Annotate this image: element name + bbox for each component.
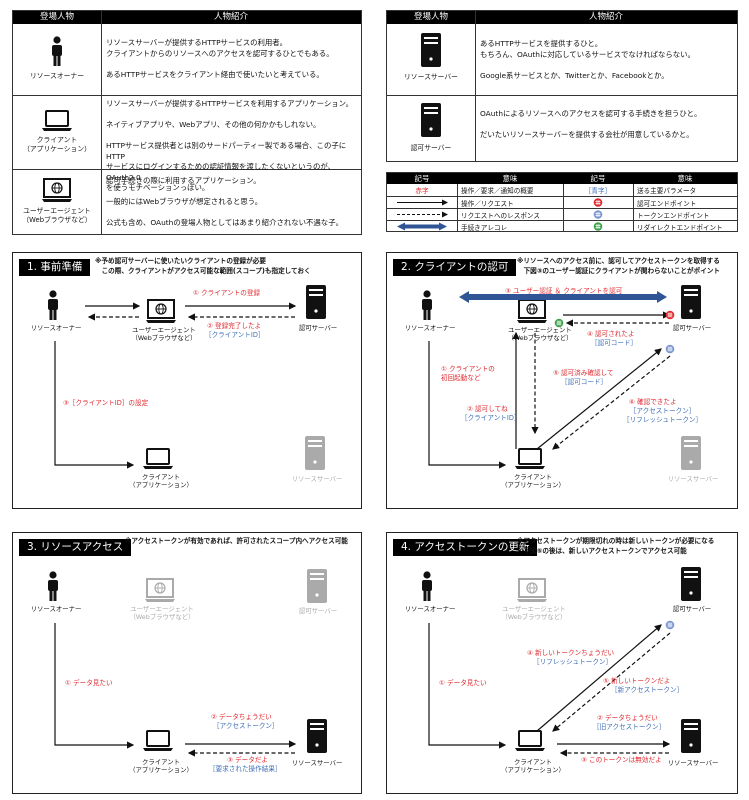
owner-label: リソースオーナー [404, 605, 456, 613]
legend-meaning: 操作／要求／通知の概要 [461, 187, 534, 195]
auth-server-label: 認可サーバー [672, 605, 712, 613]
step-label: ① クライアントの登録 [193, 289, 261, 297]
panel-title: 3. リソースアクセス [19, 539, 132, 556]
legend-meaning: 手続きアレコレ [461, 223, 508, 232]
step-label: ⑤ 新しいトークンだよ [603, 677, 671, 685]
step-label: ② データちょうだい [211, 713, 272, 721]
step-label: ④ 新しいトークンちょうだい [527, 649, 615, 657]
blue-endpoint-icon [593, 209, 603, 220]
legend-red-text: 赤字 [415, 187, 429, 195]
actor-name: クライアント （アプリケーション） [23, 136, 91, 153]
step-param: ［要求された操作結果］ [209, 765, 282, 773]
legend-header: 記号 [387, 173, 457, 184]
resource-server-label: リソースサーバー [667, 475, 719, 483]
legend-blue-text: ［青字］ [584, 187, 612, 195]
server-name: 認可サーバー [410, 144, 452, 152]
server-name: リソースサーバー [404, 73, 458, 81]
panel-token-refresh: 4. アクセストークンの更新 ※アクセストークンが期限切れの時は新しいトークンが… [386, 532, 738, 794]
owner-label: リソースオーナー [30, 605, 82, 613]
panel-authorization: 2. クライアントの認可 ※リソースへのアクセス前に、認可してアクセストークンを… [386, 252, 738, 509]
legend-meaning: トークンエンドポイント [637, 211, 710, 220]
step-label: ① クライアントの 初回起動など [441, 365, 495, 382]
auth-server-label: 認可サーバー [672, 324, 712, 332]
panel-title: 1. 事前準備 [19, 259, 91, 276]
double-arrow-icon [397, 222, 447, 231]
legend-symbols [397, 197, 603, 232]
step-label: ⑤ 認可済み確認して [553, 369, 614, 377]
auth-server-label: 認可サーバー [298, 607, 338, 615]
step-label: ① データ見たい [65, 679, 113, 687]
legend-meaning: 操作／リクエスト [461, 199, 514, 208]
auth-server-label: 認可サーバー [298, 324, 338, 332]
legend-header: 記号 [563, 173, 633, 184]
panel-resource-access: 3. リソースアクセス ※アクセストークンが有効であれば、許可されたスコープ内へ… [12, 532, 362, 794]
ua-label: ユーザーエージェント （Webブラウザなど） [507, 326, 573, 342]
legend-header: 意味 [633, 173, 737, 184]
step-param: ［クライアントID］ [205, 331, 265, 339]
client-label: クライアント （アプリケーション） [129, 473, 193, 489]
actors-table: 登場人物 人物紹介 リソースオーナー クライアント （アプリケーション） ユーザ… [12, 10, 362, 235]
step-label: ③ このトークンは無効だよ [581, 756, 662, 764]
step-param: ［リフレッシュトークン］ [533, 658, 613, 666]
step-param: ［クライアントID］ [461, 414, 521, 422]
ua-label: ユーザーエージェント （Webブラウザなど） [501, 605, 567, 621]
green-endpoint-icon [593, 221, 603, 232]
client-label: クライアント （アプリケーション） [129, 758, 193, 774]
step-label: ④ 認可されたよ [587, 330, 635, 338]
actor-name: リソースオーナー [29, 72, 85, 80]
server-description: OAuthによるリソースへのアクセスを認可する手続きを担うひと。 だいたいリソー… [480, 109, 702, 139]
step-param: ［旧アクセストークン］ [593, 723, 666, 731]
step-label: ⑥ 確認できたよ [629, 398, 677, 406]
step-param: ［新アクセストークン］ [611, 686, 684, 694]
legend-meaning: リダイレクトエンドポイント [637, 223, 723, 232]
step-label: ③ データだよ [227, 756, 268, 764]
servers-table: 登場人物 人物紹介 リソースサーバー 認可サーバー あるHTTPサービスを提供す… [386, 10, 738, 162]
legend-table: 記号 意味 記号 意味 赤字 操作／要求／通知の概要 操作／リクエスト リクエス… [386, 172, 738, 232]
resource-server-label: リソースサーバー [291, 475, 343, 483]
legend-meaning: 認可エンドポイント [637, 199, 697, 208]
legend-meaning: リクエストへのレスポンス [461, 211, 540, 220]
panel-note: ※リソースへのアクセス前に、認可してアクセストークンを取得する 下図③のユーザー… [517, 257, 720, 275]
server-description: あるHTTPサービスを提供するひと。 もちろん、OAuthに対応しているサービス… [480, 39, 695, 80]
legend-header: 意味 [457, 173, 563, 184]
legend-meaning: 送る主要パラメータ [637, 187, 697, 195]
resource-server-label: リソースサーバー [667, 759, 719, 767]
ua-label: ユーザーエージェント （Webブラウザなど） [129, 605, 195, 621]
step-param: ［認可コード］ [561, 378, 608, 386]
step-label: ③ ユーザー認証 ＆ クライアントを認可 [505, 287, 623, 295]
step-label: ③［クライアントID］の設定 [63, 399, 149, 407]
panel-preparation: 1. 事前準備 ※予め認可サーバーに使いたいクライアントの登録が必要 この際、ク… [12, 252, 362, 509]
panel-title: 4. アクセストークンの更新 [393, 539, 538, 556]
owner-label: リソースオーナー [404, 324, 456, 332]
client-label: クライアント （アプリケーション） [501, 758, 565, 774]
panel-title: 2. クライアントの認可 [393, 259, 517, 276]
step-label: ② 認可してね [467, 405, 508, 413]
panel-note: ※予め認可サーバーに使いたいクライアントの登録が必要 この際、クライアントがアク… [95, 257, 311, 275]
step-label: ② 登録完了したよ [207, 322, 262, 330]
actor-description: リソースサーバーが提供するHTTPサービスを利用するアプリケーション。 ネイティ… [106, 99, 353, 192]
step-param: ［アクセストークン］ [213, 722, 279, 730]
step-param: ［認可コード］ [591, 339, 638, 347]
panel-note: ※アクセストークンが期限切れの時は新しいトークンが必要になる 下図⑤の後は、新し… [517, 537, 715, 555]
client-label: クライアント （アプリケーション） [501, 473, 565, 489]
step-param: ［アクセストークン］ ［リフレッシュトークン］ [623, 407, 703, 424]
ua-label: ユーザーエージェント （Webブラウザなど） [131, 326, 197, 342]
servers-table-header: 登場人物 [387, 11, 475, 24]
actor-description: リソースサーバーが提供するHTTPサービスの利用者。 クライアントからのリソース… [106, 38, 334, 79]
actor-description: 認可手続きの際に利用するアプリケーション。 一般的にはWebブラウザが想定される… [106, 176, 343, 227]
servers-table-header: 人物紹介 [475, 11, 737, 24]
step-label: ① データ見たい [439, 679, 487, 687]
panel-note: ※アクセストークンが有効であれば、許可されたスコープ内へアクセス可能 [125, 537, 348, 545]
actors-table-header: 登場人物 [13, 11, 101, 24]
owner-label: リソースオーナー [30, 324, 82, 332]
red-endpoint-icon [593, 197, 603, 208]
step-label: ② データちょうだい [597, 714, 658, 722]
actors-table-header: 人物紹介 [101, 11, 361, 24]
actor-name: ユーザーエージェント （Webブラウザなど） [22, 207, 92, 224]
resource-server-label: リソースサーバー [291, 759, 343, 767]
